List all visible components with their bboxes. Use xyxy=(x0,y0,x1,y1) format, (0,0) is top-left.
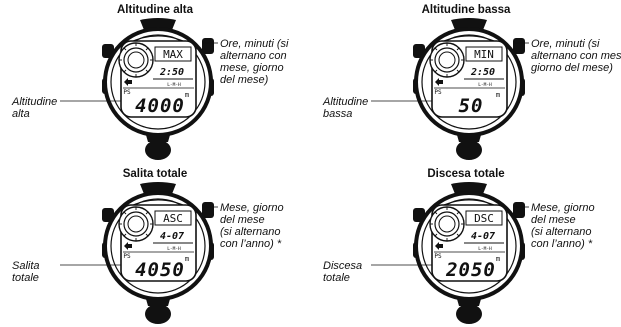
button-top-right xyxy=(513,202,525,218)
small-digits: 4-07 xyxy=(160,231,184,242)
watch-panel-3: Salita totale xyxy=(0,164,310,327)
watch-panel-1: Altitudine alta xyxy=(0,0,310,163)
watch-panel-2: Altitudine bassa xyxy=(311,0,621,163)
mode-label: MIN xyxy=(474,48,494,61)
big-digits: 2050 xyxy=(445,259,496,281)
panel-title: Salita totale xyxy=(122,168,188,180)
callout-left: Altitudine bassa xyxy=(323,96,369,120)
callout-left: Salita totale xyxy=(12,260,40,284)
callout-right: Mese, giorno del mese (si alternano con … xyxy=(220,202,284,250)
panel-title: Altitudine bassa xyxy=(421,4,511,16)
mode-box xyxy=(465,210,503,226)
big-digits: 50 xyxy=(459,95,484,117)
top-lug xyxy=(451,182,487,194)
button-top-right xyxy=(202,38,214,54)
callout-right: Ore, minuti (si alternano con mese, gior… xyxy=(531,38,621,74)
top-lug xyxy=(451,18,487,30)
unit-label: m xyxy=(185,255,189,263)
top-lug xyxy=(140,182,176,194)
ps-label: PS xyxy=(123,253,131,260)
small-digits: 2:50 xyxy=(470,67,495,78)
unit-label: m xyxy=(185,91,189,99)
watch-illustration: MIN 2:50 L-M-H PS m 50 xyxy=(371,18,529,160)
bottom-lug xyxy=(456,304,482,324)
unit-label: m xyxy=(496,255,500,263)
ps-label: PS xyxy=(434,253,442,260)
callout-left: Discesa totale xyxy=(323,260,363,284)
mode-label: DSC xyxy=(474,212,494,225)
watch-illustration: MAX 2:50 L-M-H PS m 4000 xyxy=(60,18,218,160)
ps-arrow-icon xyxy=(124,242,132,250)
mode-box xyxy=(154,210,192,226)
bottom-lug xyxy=(145,304,171,324)
ps-arrow-icon xyxy=(124,78,132,86)
mode-box xyxy=(154,46,192,62)
scale-label: L-M-H xyxy=(478,246,492,252)
watch-panel-4: Discesa totale xyxy=(311,164,621,327)
scale-label: L-M-H xyxy=(167,246,181,252)
mode-box xyxy=(465,46,503,62)
ps-arrow-icon xyxy=(435,78,443,86)
top-lug xyxy=(140,18,176,30)
watch-illustration: DSC 4-07 L-M-H PS m 2050 xyxy=(371,182,529,324)
callout-right: Ore, minuti (si alternano con mese, gior… xyxy=(220,38,289,86)
mode-label: MAX xyxy=(163,48,183,61)
mode-label: ASC xyxy=(163,212,183,225)
small-digits: 2:50 xyxy=(159,67,184,78)
scale-label: L-M-H xyxy=(478,82,492,88)
small-digits: 4-07 xyxy=(471,231,495,242)
ps-arrow-icon xyxy=(435,242,443,250)
button-top-right xyxy=(202,202,214,218)
unit-label: m xyxy=(496,91,500,99)
callout-left: Altitudine alta xyxy=(12,96,58,120)
watch-illustration: ASC 4-07 L-M-H PS m 4050 xyxy=(60,182,218,324)
big-digits: 4050 xyxy=(135,259,185,281)
ps-label: PS xyxy=(123,89,131,96)
ps-label: PS xyxy=(434,89,442,96)
bottom-lug xyxy=(456,140,482,160)
big-digits: 4000 xyxy=(135,95,185,117)
callout-right: Mese, giorno del mese (si alternano con … xyxy=(531,202,595,250)
panel-title: Altitudine alta xyxy=(116,4,194,16)
button-top-right xyxy=(513,38,525,54)
scale-label: L-M-H xyxy=(167,82,181,88)
panel-title: Discesa totale xyxy=(427,168,505,180)
bottom-lug xyxy=(145,140,171,160)
